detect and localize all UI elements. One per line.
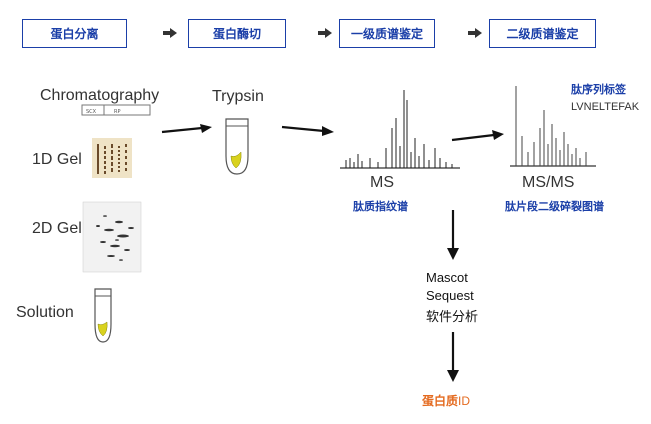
step-box-protein-digestion: 蛋白酶切 — [188, 19, 286, 48]
step-box-ms2: 二级质谱鉴定 — [489, 19, 596, 48]
software-mascot: Mascot — [426, 270, 468, 285]
protein-id-suffix: ID — [458, 394, 471, 408]
ms2-spectrum — [510, 86, 596, 167]
step-box-ms1: 一级质谱鉴定 — [339, 19, 435, 48]
protein-id-prefix: 蛋白质 — [422, 394, 459, 408]
right-arrow-icon — [468, 28, 482, 38]
protein-id-result: 蛋白质ID — [422, 392, 470, 409]
rp-label: RP — [114, 109, 121, 115]
step-label: 二级质谱鉴定 — [506, 27, 579, 41]
step-box-protein-separation: 蛋白分离 — [22, 19, 127, 48]
ms2-title: MS/MS — [522, 174, 575, 191]
trypsin-label: Trypsin — [212, 88, 264, 105]
flow-arrow-to-ms — [281, 125, 334, 136]
ms1-caption: 肽质指纹谱 — [353, 201, 408, 213]
gel-2d-image — [82, 201, 142, 273]
peptide-tag-label: 肽序列标签 — [571, 84, 626, 96]
step-label: 蛋白酶切 — [212, 27, 261, 41]
gel-2d-label: 2D Gel — [32, 220, 82, 237]
ms1-spectrum — [340, 90, 460, 169]
peptide-sequence: LVNELTEFAK — [571, 101, 640, 113]
chromatography-label: Chromatography — [40, 87, 160, 104]
step-label: 一级质谱鉴定 — [350, 27, 423, 41]
software-analysis: 软件分析 — [426, 309, 479, 324]
flow-arrow-to-msms — [451, 130, 504, 142]
step-label: 蛋白分离 — [50, 27, 99, 41]
gel-1d-image — [92, 138, 132, 178]
ms2-caption: 肽片段二级碎裂图谱 — [505, 201, 604, 213]
ms1-title: MS — [370, 174, 394, 191]
gel-1d-label: 1D Gel — [32, 151, 82, 168]
flow-arrow-to-software — [447, 210, 459, 260]
right-arrow-icon — [318, 28, 332, 38]
flow-arrow-to-result — [447, 332, 459, 382]
flow-arrow-to-trypsin — [161, 124, 212, 134]
software-sequest: Sequest — [426, 288, 474, 303]
chromatography-column-icon: SCX RP — [81, 104, 151, 116]
solution-label: Solution — [16, 304, 74, 321]
solution-tube-icon — [94, 288, 112, 343]
trypsin-tube-icon — [225, 118, 249, 175]
right-arrow-icon — [163, 28, 177, 38]
scx-label: SCX — [86, 109, 97, 115]
